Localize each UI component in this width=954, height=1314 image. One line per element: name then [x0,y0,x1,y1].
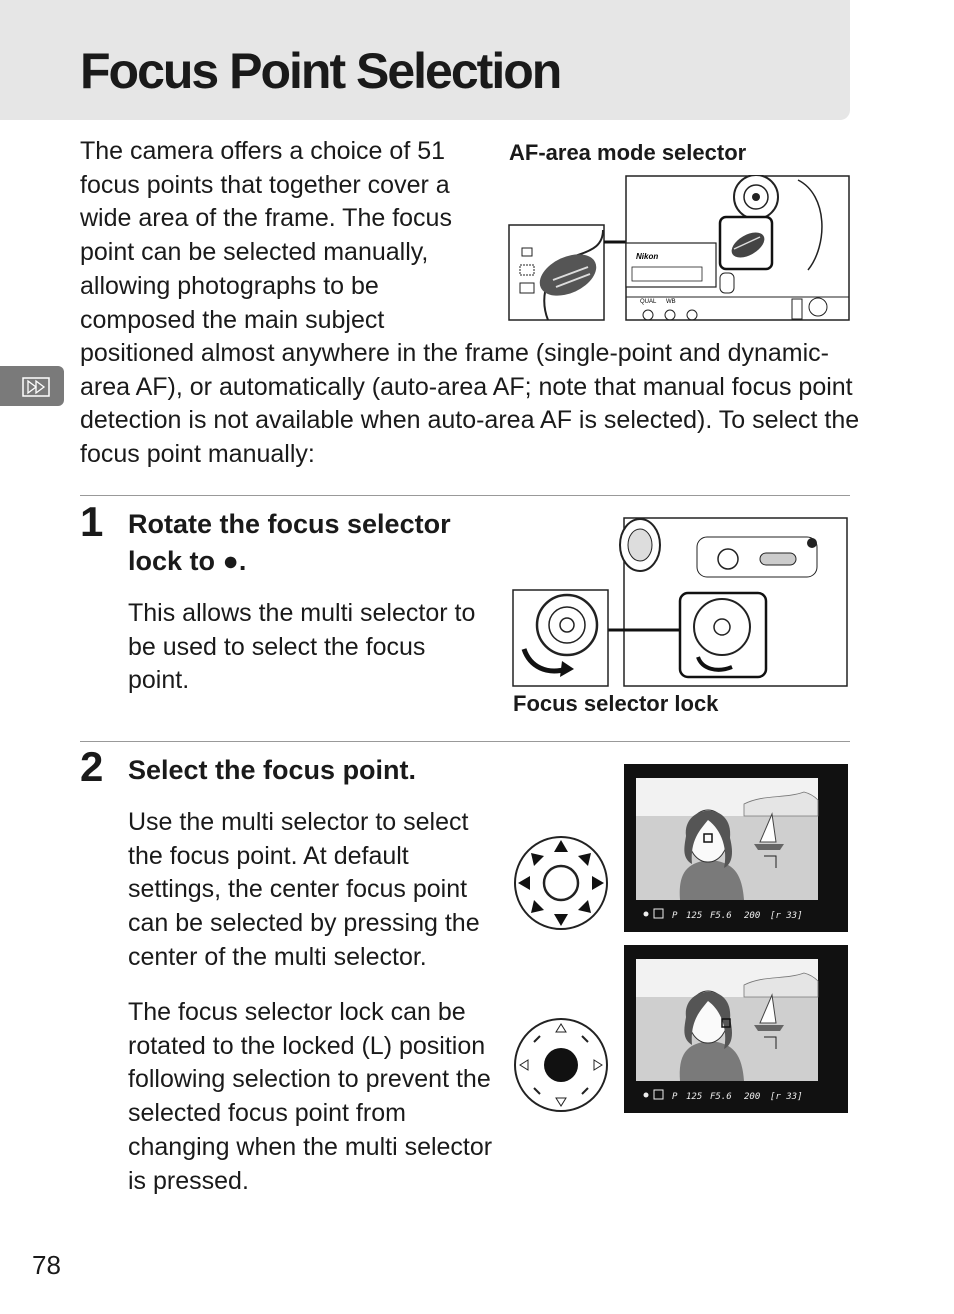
readout-mode: P [672,911,678,921]
focus-lock-caption: Focus selector lock [513,691,719,716]
readout-aperture: F5.6 [710,1092,732,1102]
camera-brand-label: Nikon [636,252,658,261]
page-number: 78 [32,1250,61,1280]
readout-shutter: 125 [686,911,702,921]
step1-heading: Rotate the focus selector lock to ●. [128,509,451,576]
intro-text-part1: The camera offers a choice of 51 focus p… [80,137,452,334]
multi-selector-arrows-icon [514,836,608,930]
viewfinder-left-point: P 125 F5.6 200 [r 33] [624,945,848,1113]
step2-number: 2 [80,743,104,790]
viewfinder-center-point: P 125 F5.6 200 [r 33] [624,764,848,932]
af-area-selector-figure: Nikon QUAL WB [508,175,850,321]
readout-remaining: [r 33] [770,1092,803,1102]
step2-heading: Select the focus point. [128,755,417,785]
step2-divider [80,741,850,742]
page-title: Focus Point Selection [80,43,562,99]
section-tab [0,366,64,406]
step1-body: This allows the multi selector to be use… [128,599,476,695]
intro-text-part2: positioned almost anywhere in the frame … [80,339,860,469]
readout-remaining: [r 33] [770,911,803,921]
lcd-label-wb: WB [666,299,676,305]
readout-aperture: F5.6 [710,911,732,921]
lcd-label-qual: QUAL [640,299,657,305]
focus-selector-lock-figure [512,517,848,687]
step2-body-1: Use the multi selector to select the foc… [128,808,480,971]
title-band [0,0,850,120]
readout-mode: P [672,1092,678,1102]
step1-divider [80,495,850,496]
step1-number: 1 [80,498,104,545]
readout-iso: 200 [744,1092,760,1102]
readout-iso: 200 [744,911,760,921]
viewfinder-focus-icon [22,377,50,397]
readout-shutter: 125 [686,1092,702,1102]
multi-selector-center-icon [514,1018,608,1112]
step2-body-2: The focus selector lock can be rotated t… [128,998,493,1195]
af-area-caption: AF-area mode selector [509,140,747,165]
